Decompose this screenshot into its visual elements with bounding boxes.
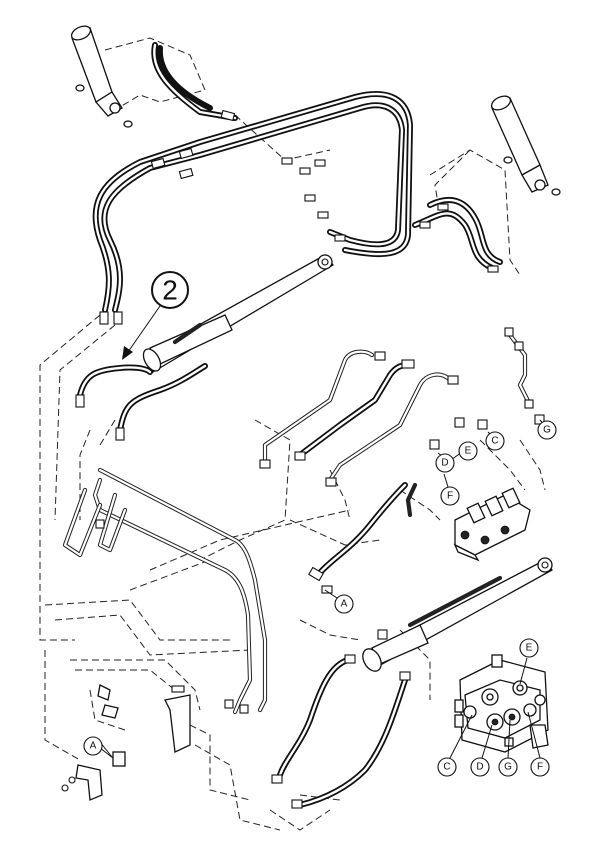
lower-left-bracket	[61, 684, 249, 801]
callout-g-detail: G	[498, 757, 518, 777]
callout-e-detail: E	[519, 638, 539, 658]
callout-label: F	[447, 491, 453, 502]
callout-f-upper: F	[440, 486, 460, 506]
callout-label: G	[504, 762, 512, 773]
callout-label: C	[491, 436, 498, 447]
upper-control-valve	[405, 414, 545, 562]
callout-label: F	[537, 762, 543, 773]
middle-upper-cylinder	[142, 254, 334, 373]
callout-c-upper: C	[485, 431, 505, 451]
callout-e-upper: E	[458, 441, 478, 461]
middle-rigid-tubes	[259, 327, 534, 487]
valve-hose-to-a	[308, 482, 408, 594]
callout-label: E	[465, 446, 472, 457]
valve-detail-view	[454, 654, 549, 753]
reference-number-text: 2	[162, 275, 178, 306]
callout-d-upper: D	[435, 453, 455, 473]
callout-a-hose-end: A	[334, 594, 354, 614]
callout-f-detail: F	[530, 757, 550, 777]
upper-hose-loop	[92, 42, 503, 313]
callout-label: A	[90, 741, 97, 752]
callout-label: G	[543, 425, 551, 436]
lower-hoses	[271, 654, 411, 809]
reference-number-2: 2	[122, 271, 189, 360]
callout-label: A	[341, 599, 348, 610]
lower-cylinder	[362, 557, 553, 672]
callout-d-detail: D	[470, 757, 490, 777]
callout-g-upper: G	[537, 420, 557, 440]
left-rigid-tubes	[62, 467, 268, 715]
upper-fittings	[99, 109, 499, 325]
callout-label: C	[443, 762, 450, 773]
callout-a-lower-left: A	[83, 736, 103, 756]
callout-c-detail: C	[437, 757, 457, 777]
top-left-cylinder	[70, 25, 133, 128]
callout-label: D	[476, 762, 483, 773]
top-right-cylinder	[490, 95, 561, 196]
callout-label: D	[441, 458, 448, 469]
left-lower-hoses	[75, 363, 208, 441]
callout-label: E	[526, 643, 533, 654]
